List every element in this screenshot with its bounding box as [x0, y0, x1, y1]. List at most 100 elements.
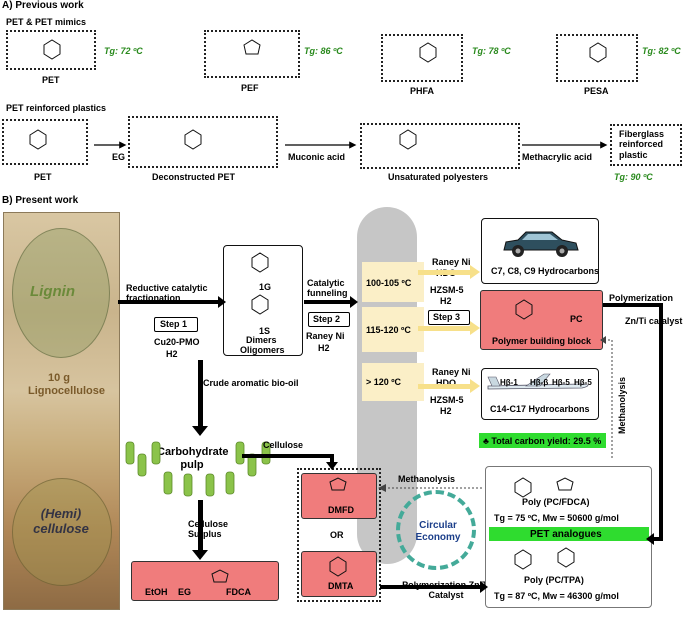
hemicellulose-label: (Hemi) cellulose — [33, 506, 89, 536]
cond1-hzsm: HZSM-5 — [430, 285, 464, 295]
cond3-hzsm: HZSM-5 — [430, 395, 464, 405]
temp3-label: > 120 ºC — [366, 377, 402, 387]
fiberglass-tg: Tg: 90 ºC — [614, 172, 653, 182]
cond1-raney: Raney Ni — [432, 257, 471, 267]
pet-mimics-label: PET & PET mimics — [6, 17, 87, 27]
fiberglass-box — [610, 124, 682, 166]
methanolysis-h-label: Methanolysis — [398, 474, 456, 484]
pet-structure-box — [6, 30, 96, 70]
cellulose-surplus-label: Cellulose Surplus — [188, 519, 229, 540]
polymerization-label: Polymerization — [609, 293, 674, 303]
reinforced-label: PET reinforced plastics — [6, 103, 107, 113]
methacrylic-label: Methacrylic acid — [522, 152, 593, 162]
1s-label: 1S — [259, 326, 271, 336]
temp1-zone — [362, 262, 424, 302]
zn-ti-label-a: Zn/Ti catalyst — [625, 316, 683, 326]
pef-label: PEF — [241, 83, 259, 93]
section-b-heading: B) Present work — [2, 195, 79, 206]
pesa-label: PESA — [584, 86, 609, 96]
dmfd-box — [301, 473, 377, 519]
monomers-box — [223, 245, 303, 356]
phfa-tg: Tg: 78 ºC — [472, 46, 511, 56]
pet-label: PET — [42, 75, 60, 85]
deconstructed-pet-box — [128, 116, 278, 168]
airplane-icon — [486, 372, 596, 398]
lignocellulose-label: 10 g Lignocellulose — [28, 372, 106, 397]
pet2-label: PET — [34, 172, 52, 182]
muconic-label: Muconic acid — [288, 152, 346, 162]
c7-label: C7, C8, C9 Hydrocarbons — [491, 266, 600, 276]
dmfd-label: DMFD — [328, 505, 354, 515]
cellulose-label: Cellulose — [263, 440, 304, 450]
phfa-label: PHFA — [410, 86, 435, 96]
dmta-label: DMTA — [328, 581, 354, 591]
temp2-zone — [362, 307, 424, 352]
dmta-box — [301, 551, 377, 597]
eg-label: EG — [112, 152, 126, 162]
rcf-label: Reductive catalytic fractionation — [126, 283, 208, 304]
1g-label: 1G — [259, 282, 272, 292]
total-yield-bar — [479, 433, 606, 448]
step2-label: Step 2 — [313, 314, 341, 324]
pc-label: PC — [570, 314, 583, 324]
carbohydrate-label: Carbohydrate pulp — [157, 446, 229, 471]
pet-analogues-label: PET analogues — [530, 529, 602, 540]
eg2-label: EG — [178, 587, 192, 597]
temp2-label: 115-120 ºC — [366, 325, 411, 335]
cond1-h2: H2 — [440, 296, 452, 306]
pef-tg: Tg: 86 ºC — [304, 46, 343, 56]
step3-label: Step 3 — [433, 312, 461, 322]
step3-badge — [428, 310, 470, 325]
unsaturated-box — [360, 123, 520, 169]
pc-box — [480, 290, 603, 350]
monomer-dashed-box — [297, 468, 381, 602]
unsaturated-label: Unsaturated polyesters — [388, 172, 489, 182]
building-block-label: Polymer building block — [492, 336, 592, 346]
raney-ni-label-a: Raney Ni — [306, 331, 345, 341]
circular-economy-ring — [396, 490, 476, 570]
pet-analogues-bar — [489, 527, 649, 541]
fiberglass-label: Fiberglass reinforced plastic — [619, 129, 665, 160]
pet2-structure-box — [2, 119, 88, 165]
pesa-structure-box — [556, 34, 638, 82]
poly-tpa-tg: Tg = 87 ºC, Mw = 46300 g/mol — [494, 591, 619, 601]
section-a-heading: A) Previous work — [2, 0, 84, 11]
beta-2: Hβ-β — [530, 378, 549, 387]
h2-label-b: H2 — [318, 343, 330, 353]
total-yield-label: ♣ Total carbon yield: 29.5 % — [483, 436, 602, 446]
deconstructed-label: Deconstructed PET — [152, 172, 236, 182]
circular-economy-label: Circular Economy — [415, 520, 461, 543]
pet-tg: Tg: 72 ºC — [104, 46, 143, 56]
or-label: OR — [330, 530, 344, 540]
dimers-label: Dimers — [246, 335, 277, 345]
h2-label-a: H2 — [166, 349, 178, 359]
beta-4: Hβ-5 — [574, 378, 592, 387]
c7-box — [481, 218, 599, 284]
poly-tpa-label: Poly (PC/TPA) — [524, 575, 584, 585]
pef-structure-box — [204, 30, 300, 78]
beta-3: Hβ-5 — [552, 378, 570, 387]
etoh-label: EtOH — [145, 587, 168, 597]
temp1-label: 100-105 ºC — [366, 278, 412, 288]
crude-label: Crude aromatic bio-oil — [203, 378, 299, 388]
car-icon — [500, 228, 580, 258]
pulp-cylinders — [124, 438, 274, 498]
surplus-products-box — [131, 561, 279, 601]
step1-badge — [154, 317, 198, 332]
lignin-circle — [12, 228, 110, 358]
cond3-hdo: HDO — [436, 378, 456, 388]
oligomers-label: Oligomers — [240, 345, 285, 355]
pesa-tg: Tg: 82 ºC — [642, 46, 681, 56]
hemicellulose-circle — [12, 478, 112, 586]
beta-1: Hβ-1 — [500, 378, 518, 387]
lignin-label: Lignin — [30, 283, 75, 300]
cu20-label: Cu20-PMO — [154, 337, 200, 347]
phfa-structure-box — [381, 34, 463, 82]
step2-badge — [308, 312, 350, 327]
cond3-raney: Raney Ni — [432, 367, 471, 377]
poly-fdca-label: Poly (PC/FDCA) — [522, 497, 590, 507]
fdca-label: FDCA — [226, 587, 251, 597]
step1-label: Step 1 — [160, 319, 188, 329]
cond3-h2: H2 — [440, 406, 452, 416]
